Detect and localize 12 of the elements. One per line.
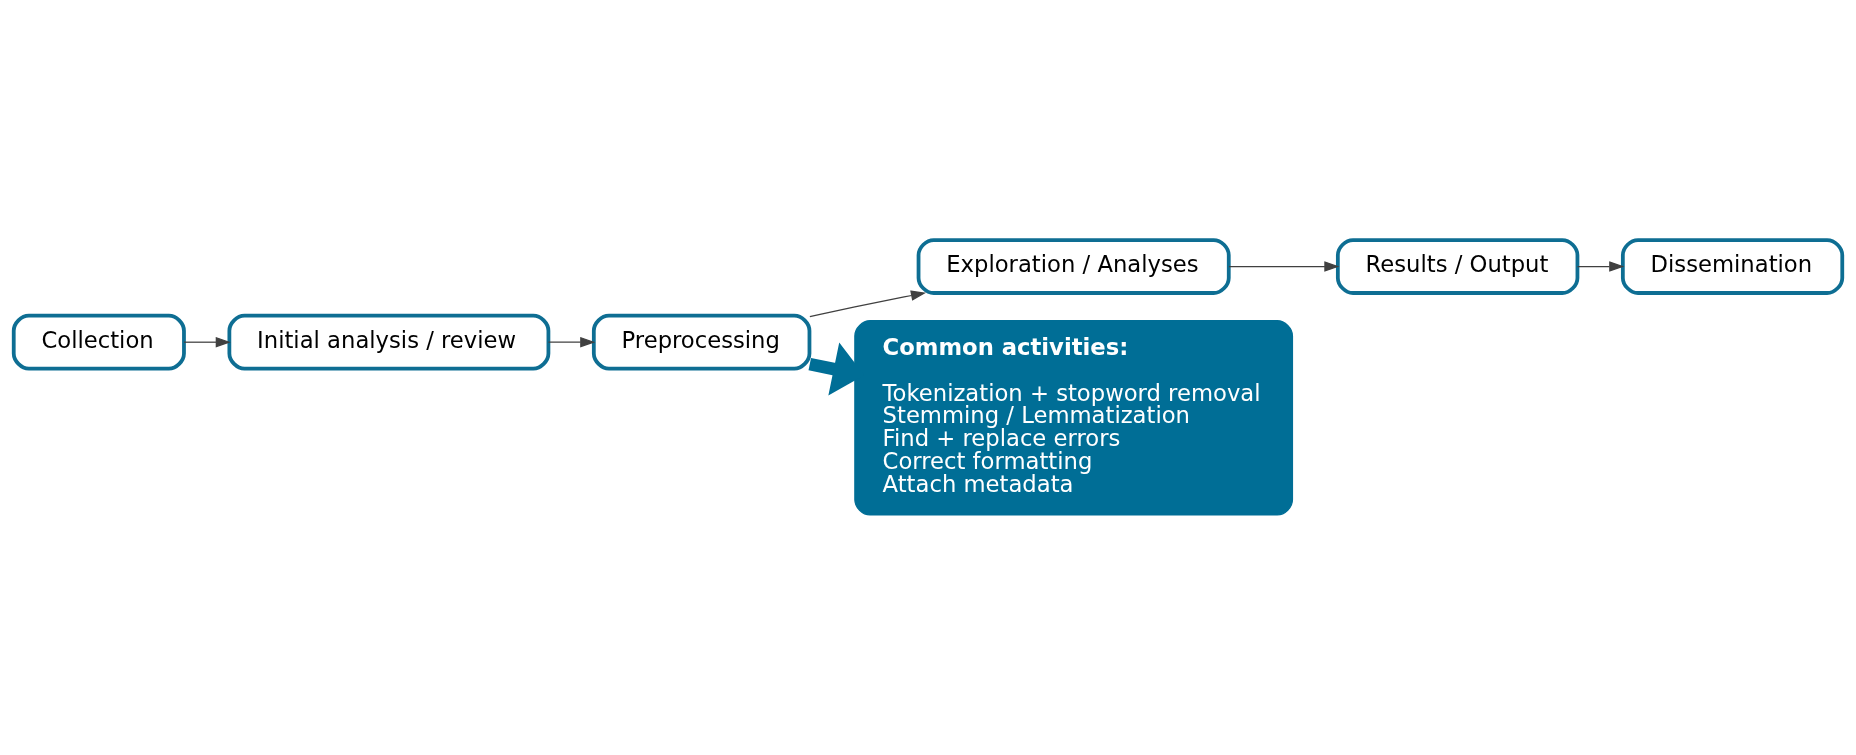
arrow <box>183 336 231 348</box>
node-box: Results / Output <box>1335 238 1580 295</box>
node-box: Common activities: Tokenization + stopword removal Stemming / Lemmatization Find + replace errors Correct formatting Attach metadata <box>854 320 1294 516</box>
arrow <box>809 290 927 318</box>
arrow <box>1576 261 1625 272</box>
node-box: Initial analysis / review <box>227 313 551 371</box>
node-box: Dissemination <box>1620 238 1845 295</box>
node-box: Exploration / Analyses <box>916 238 1231 295</box>
node-box: Collection <box>11 313 186 371</box>
node-box: Preprocessing <box>591 313 812 371</box>
arrow <box>1228 261 1340 272</box>
arrow <box>547 336 596 348</box>
